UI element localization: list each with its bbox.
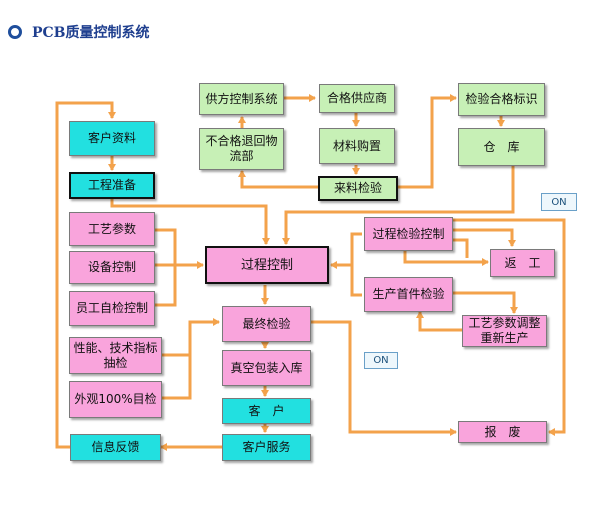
node-rework: 返 工 xyxy=(490,249,555,277)
node-staff-self-check: 员工自检控制 xyxy=(69,291,155,326)
node-engineering-prep: 工程准备 xyxy=(69,172,155,199)
node-customer-service: 客户服务 xyxy=(222,434,311,461)
callout-on-top: ON xyxy=(541,193,577,211)
arrow-feedback-to-customer-data xyxy=(55,101,116,449)
node-equipment-control: 设备控制 xyxy=(69,251,155,284)
arrow-inprocess-to-rework-b xyxy=(403,251,489,266)
node-final-inspection: 最终检验 xyxy=(222,306,311,342)
arrow-incoming-to-label xyxy=(397,94,457,189)
node-customer-data: 客户资料 xyxy=(69,121,155,156)
node-first-article: 生产首件检验 xyxy=(364,277,453,312)
node-warehouse: 仓 库 xyxy=(458,128,545,166)
node-process-control: 过程控制 xyxy=(205,246,329,284)
arrow-incoming-to-reject xyxy=(238,170,318,189)
node-scrap: 报 废 xyxy=(458,421,547,443)
node-qualified-supplier: 合格供应商 xyxy=(319,84,395,113)
node-reject-return: 不合格退回物流部 xyxy=(199,128,284,170)
arrow-perf-to-final xyxy=(162,318,220,357)
node-supplier-control: 供方控制系统 xyxy=(199,83,284,115)
node-performance-sampling: 性能、技术指标抽检 xyxy=(69,337,162,374)
line-visual-to-final xyxy=(162,355,192,400)
bracket-left-inputs xyxy=(155,228,177,307)
arrow-right-to-scrap xyxy=(548,218,566,436)
node-customer: 客 户 xyxy=(222,398,311,424)
node-adjust-params: 工艺参数调整重新生产 xyxy=(462,315,547,347)
node-vacuum-packing: 真空包装入库 xyxy=(222,350,311,386)
header: PCB质量控制系统 xyxy=(8,22,150,42)
line-rework-loop xyxy=(453,238,469,258)
node-inprocess-inspection: 过程检验控制 xyxy=(364,217,453,251)
node-material-purchase: 材料购置 xyxy=(319,128,395,164)
arrow-adjust-to-first xyxy=(416,311,462,332)
bracket-right-inspections xyxy=(350,232,362,297)
bullet-circle-icon xyxy=(8,25,22,39)
node-info-feedback: 信息反馈 xyxy=(70,434,161,461)
node-inspection-label: 检验合格标识 xyxy=(458,83,545,116)
callout-on-bottom: ON xyxy=(364,352,398,369)
arrow-warehouse-to-process xyxy=(282,166,515,245)
arrow-first-to-adjust xyxy=(453,291,518,314)
node-process-params: 工艺参数 xyxy=(69,212,155,246)
page-title: PCB质量控制系统 xyxy=(32,25,150,41)
arrow-inprocess-to-rework-a xyxy=(453,228,516,247)
arrow-engineering-to-process xyxy=(110,199,270,245)
arrow-final-to-scrap xyxy=(311,320,457,436)
node-visual-inspection: 外观100%目检 xyxy=(69,381,162,418)
node-incoming-inspection: 来料检验 xyxy=(318,176,398,201)
